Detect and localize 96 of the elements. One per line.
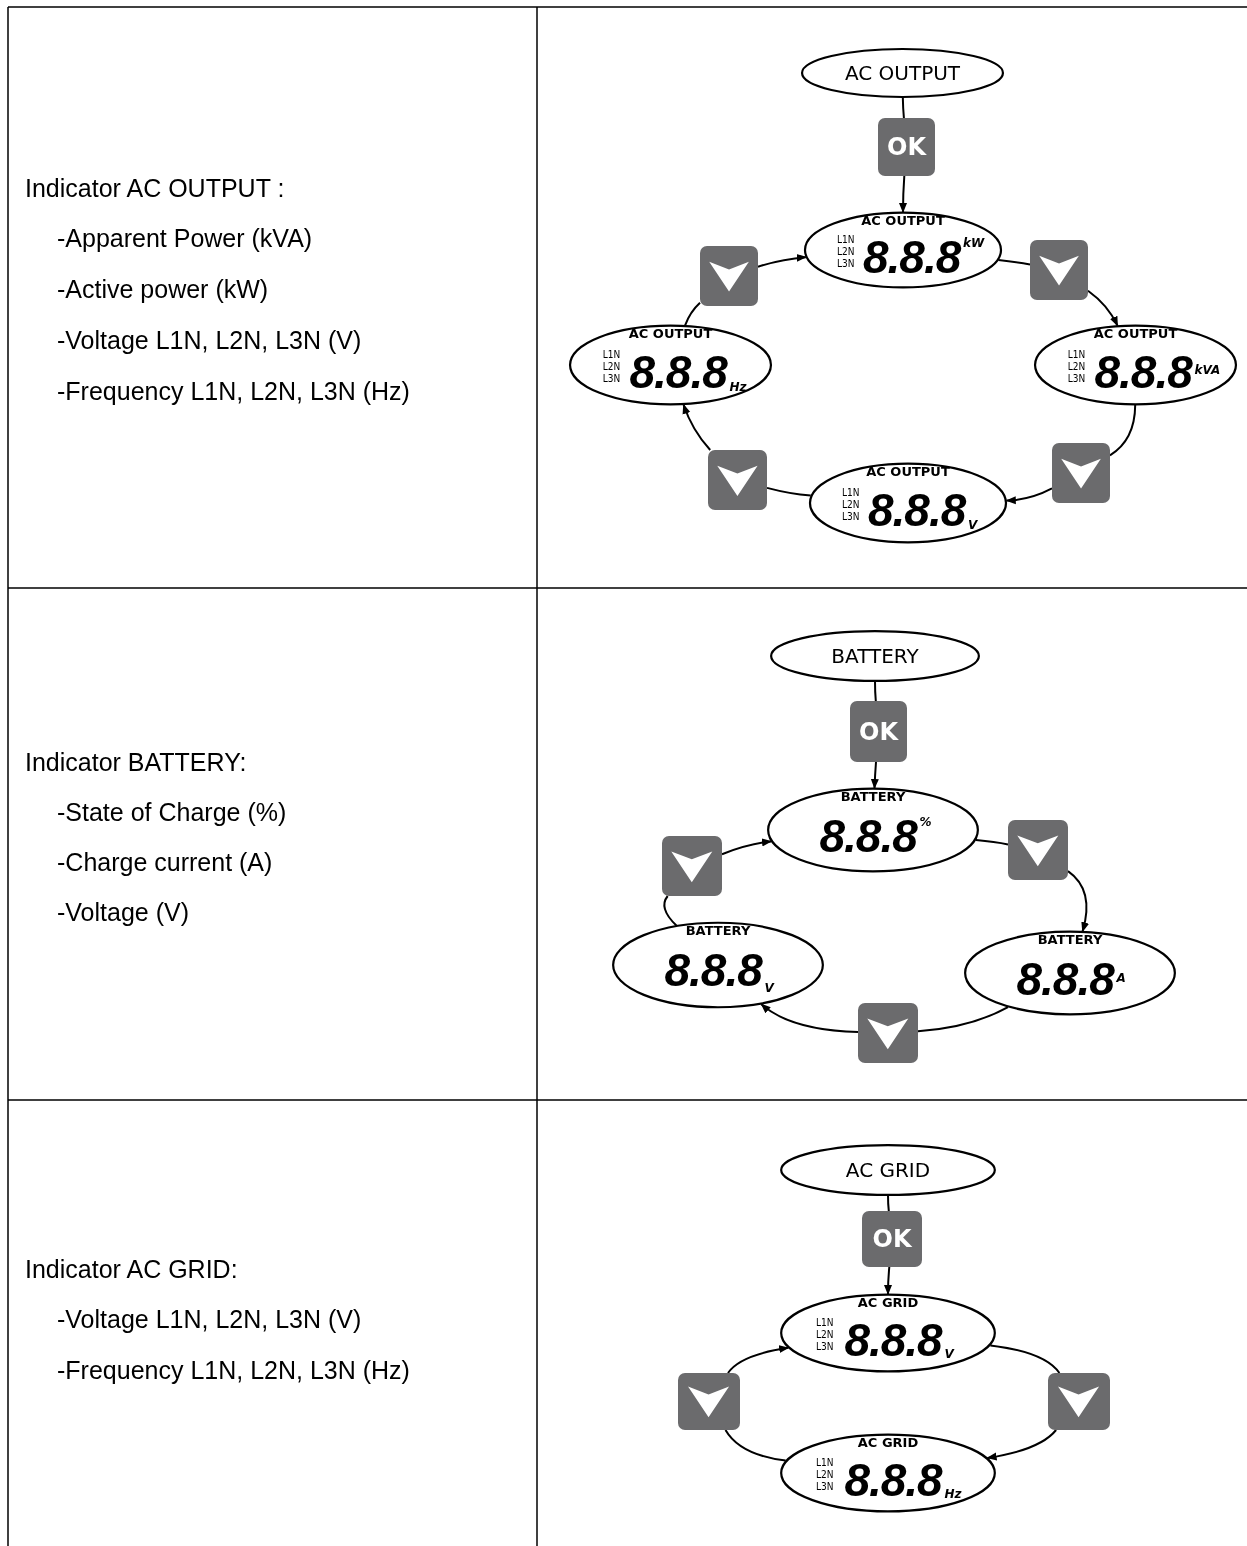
connector-line [997,259,1031,266]
measurement-item: -Charge current (A) [57,847,273,877]
menu-label: AC GRID [844,1158,932,1182]
measurement-item: -State of Charge (%) [57,797,287,827]
unit-label: Hz [729,379,747,394]
phase-labels: L1N L2N L3N [842,486,861,523]
unit-label: % [919,814,932,829]
arrow [757,254,807,268]
phase-labels: L1N L2N L3N [816,1457,835,1493]
arrow [899,175,908,213]
down-button [678,1373,740,1430]
display-title: AC OUTPUT [627,326,714,341]
digit-readout: 8.8.8 [844,1457,942,1503]
lcd-display [766,787,980,873]
menu-oval [779,1144,997,1196]
display-title: BATTERY [1036,932,1104,947]
digit-readout: 8.8.8 [844,1317,942,1363]
ok-button: OK [850,701,907,762]
connector-line [663,895,678,927]
connector-line [766,486,812,497]
digit-readout: 8.8.8 [1094,348,1192,395]
indicator-heading: Indicator AC OUTPUT : [25,173,285,203]
phase-labels: L1N L2N L3N [837,234,856,271]
connector-line [917,1006,1009,1033]
phase-labels: L1N L2N L3N [1067,348,1087,385]
arrow [870,761,879,789]
display-title: AC OUTPUT [860,213,946,228]
menu-label: AC OUTPUT [843,61,962,85]
down-button [858,1003,918,1063]
measurement-item: -Voltage L1N, L2N, L3N (V) [57,1304,362,1334]
down-button [700,246,758,306]
display-title: BATTERY [839,789,907,804]
connector-line [684,301,701,327]
connector-line [874,680,877,702]
measurement-item: -Voltage (V) [57,897,189,927]
unit-label: V [968,517,978,532]
display-title: AC OUTPUT [865,464,951,479]
display-title: BATTERY [684,923,752,938]
unit-label: kVA [1194,363,1221,378]
menu-oval [769,630,981,682]
lcd-display [568,324,773,406]
connector-line [974,839,1009,846]
measurement-item: -Voltage L1N, L2N, L3N (V) [57,325,362,355]
arrow [1005,487,1053,505]
lcd-display [779,1293,997,1373]
arrow [727,1345,790,1374]
lcd-display [808,462,1008,544]
connector-line [887,1194,890,1212]
menu-oval [800,48,1005,98]
digit-readout: 8.8.8 [819,812,917,859]
ok-button: OK [878,118,935,176]
lcd-display [779,1433,997,1513]
indicator-heading: Indicator AC GRID: [25,1254,238,1284]
connector-line [1109,404,1137,457]
display-title: AC OUTPUT [1092,326,1179,341]
connector-line [724,1429,787,1462]
down-button [1030,240,1088,300]
digit-readout: 8.8.8 [868,486,966,533]
connector-line [901,96,905,119]
down-button [708,450,767,510]
arrow [986,1429,1058,1461]
display-title: AC GRID [856,1295,920,1310]
display-title: AC GRID [856,1435,920,1450]
measurement-item: -Frequency L1N, L2N, L3N (Hz) [57,376,410,406]
measurement-item: -Active power (kW) [57,274,269,304]
arrow [884,1266,893,1295]
arrow [682,403,712,451]
down-button [1052,443,1110,503]
unit-label: Hz [944,1487,962,1502]
down-button [1008,820,1068,880]
digit-readout: 8.8.8 [1016,955,1114,1002]
unit-label: V [764,980,774,995]
digit-readout: 8.8.8 [863,234,961,281]
phase-labels: L1N L2N L3N [816,1317,835,1353]
measurement-item: -Apparent Power (kVA) [57,223,313,253]
ok-button: OK [862,1211,922,1267]
measurement-item: -Frequency L1N, L2N, L3N (Hz) [57,1355,410,1385]
digit-readout: 8.8.8 [664,947,762,994]
lcd-display [1033,324,1238,406]
phase-labels: L1N L2N L3N [602,348,622,385]
down-button [1048,1373,1110,1430]
lcd-display [803,211,1003,289]
arrow [1067,870,1089,933]
connector-line [989,1344,1061,1374]
arrow [760,1003,859,1034]
unit-label: V [944,1347,954,1362]
arrow [721,838,772,856]
arrow [1087,289,1119,327]
menu-label: BATTERY [830,644,920,668]
lcd-display [963,930,1177,1016]
unit-label: kW [963,236,985,251]
unit-label: A [1116,971,1126,986]
lcd-display [611,921,825,1009]
down-button [662,836,722,896]
digit-readout: 8.8.8 [629,348,727,395]
indicator-heading: Indicator BATTERY: [25,747,247,777]
